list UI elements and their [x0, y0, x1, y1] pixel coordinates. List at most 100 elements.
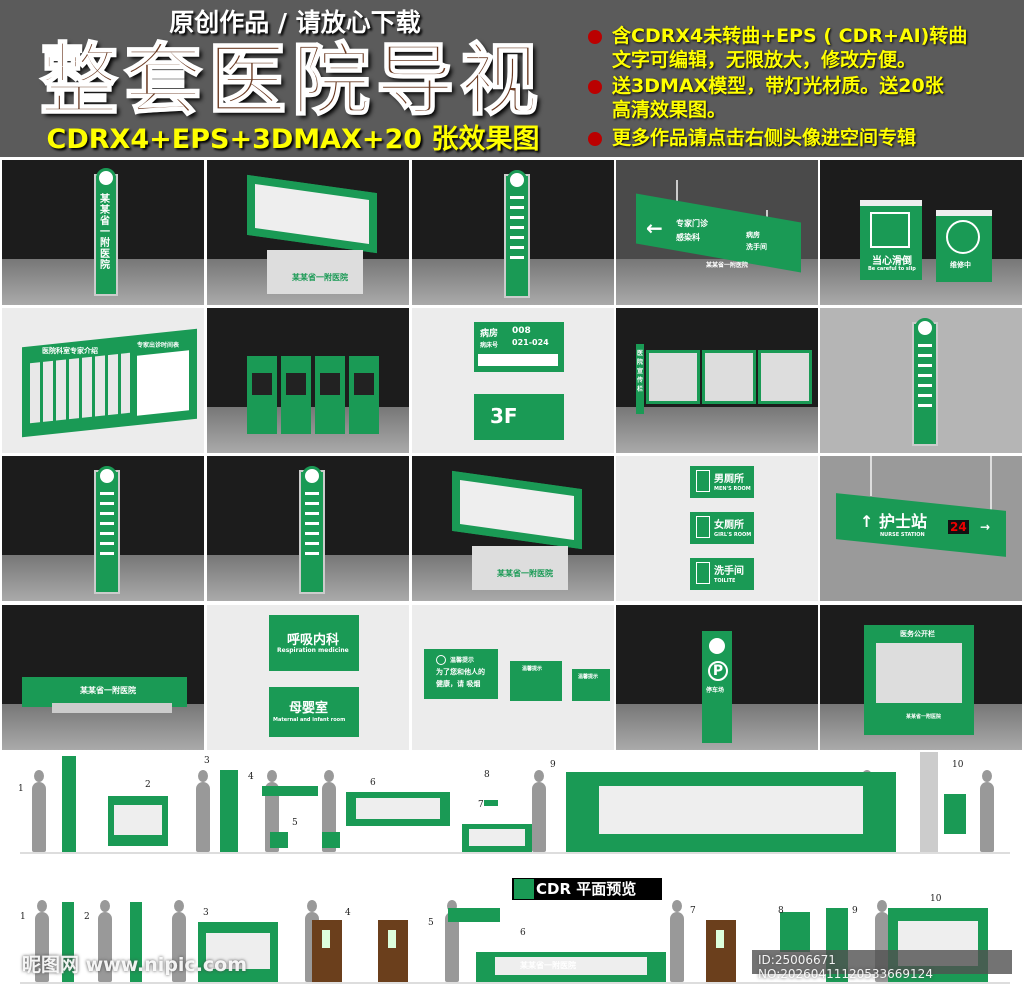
bulletin-panel	[702, 350, 756, 404]
rendering-thumbnail: 医务公开栏某某省一附医院	[820, 605, 1022, 750]
ground-line	[20, 982, 1010, 984]
no-smoking-icon	[436, 655, 446, 665]
door-window	[322, 930, 330, 948]
sign-elevation	[944, 794, 966, 834]
main-title: 整套医院导视	[39, 36, 544, 126]
sign-elevation	[198, 922, 278, 982]
trash-bin	[349, 356, 379, 434]
rendering-thumbnail	[207, 456, 409, 601]
hospital-logo-icon	[915, 318, 935, 338]
list-line	[305, 532, 319, 535]
sign-panel	[690, 558, 754, 590]
sign-text: TOILITE	[714, 578, 736, 584]
tools-icon	[946, 220, 980, 254]
hospital-logo-icon	[302, 466, 322, 486]
sign-text: 温馨提示	[578, 674, 599, 680]
hospital-logo-icon	[706, 635, 728, 657]
watermark-id-box: ID:25006671 NO:20260411120533669124	[752, 950, 1012, 981]
sign-panel	[269, 615, 359, 671]
person-silhouette-icon	[670, 900, 684, 982]
person-silhouette-icon	[196, 770, 210, 852]
list-line	[918, 394, 932, 397]
elevation-number: 6	[520, 928, 526, 938]
sign-text: GIRL'S ROOM	[714, 532, 752, 538]
sign-elevation	[270, 832, 288, 848]
sign-elevation	[62, 902, 74, 982]
person-silhouette-icon	[35, 900, 49, 982]
elevation-number: 7	[478, 800, 484, 810]
elevation-number: 9	[852, 906, 858, 916]
elevation-number: 1	[18, 784, 24, 794]
rod	[990, 456, 992, 516]
sign-elevation	[262, 786, 318, 796]
person-silhouette-icon	[532, 770, 546, 852]
sign-text: 医院科室专家介绍	[42, 347, 98, 355]
trash-bin	[247, 356, 277, 434]
bullet-dot-icon	[588, 30, 602, 44]
wide-base	[52, 703, 172, 713]
trash-bin	[315, 356, 345, 434]
elevation-number: 5	[292, 818, 298, 828]
sign-text: 某某省一附医院	[80, 686, 136, 695]
ground-line	[20, 852, 1010, 854]
watermark-site: 昵图网 www.nipic.com	[22, 954, 248, 976]
list-line	[100, 502, 114, 505]
sign-elevation	[322, 832, 340, 848]
person-silhouette-icon	[172, 900, 186, 982]
list-line	[510, 236, 524, 239]
list-line	[305, 552, 319, 555]
list-line	[510, 216, 524, 219]
formats-line: CDRX4+EPS+3DMAX+20 张效果图	[46, 124, 540, 155]
sign-text: 医院宣传栏	[637, 350, 644, 393]
door	[706, 920, 736, 982]
sign-text: 为了您和他人的	[436, 668, 485, 676]
rendering-thumbnail	[820, 308, 1022, 453]
sign-text: Be careful to slip	[868, 266, 916, 272]
sign-elevation	[780, 912, 810, 952]
bulletin-panel	[646, 350, 700, 404]
door	[378, 920, 408, 982]
list-line	[305, 502, 319, 505]
feature-bullet: 更多作品请点击右侧头像进空间专辑	[588, 126, 1020, 150]
rendering-thumbnail	[412, 160, 614, 305]
sign-text: 停车场	[706, 687, 725, 694]
bulletin-glass	[876, 643, 962, 703]
sign-text: →	[980, 520, 991, 534]
door	[312, 920, 342, 982]
elevation-number: 8	[484, 770, 490, 780]
list-line	[100, 532, 114, 535]
sign-text: 女厕所	[714, 520, 744, 531]
list-line	[918, 384, 932, 387]
rendering-thumbnail: 某某省一附医院	[207, 160, 409, 305]
elevation-number: 3	[204, 756, 210, 766]
elevation-number: 2	[84, 912, 90, 922]
counter-display: 24	[948, 520, 969, 534]
bin-opening	[354, 373, 374, 395]
bullet-dot-icon	[588, 80, 602, 94]
sign-text: NURSE STATION	[880, 532, 925, 538]
sign-text: 感染科	[676, 233, 700, 242]
list-line	[510, 196, 524, 199]
person-silhouette-icon	[445, 900, 459, 982]
list-line	[918, 354, 932, 357]
hospital-logo-icon	[96, 168, 116, 188]
rendering-thumbnail: 某某省一附医院	[412, 456, 614, 601]
list-line	[100, 542, 114, 545]
trash-bin	[281, 356, 311, 434]
bullet-dot-icon	[588, 132, 602, 146]
slip-warning-icon	[870, 212, 910, 248]
sign-text: 008	[512, 326, 531, 336]
bin-opening	[286, 373, 306, 395]
rendering-thumbnail	[2, 456, 204, 601]
sign-text: 021-024	[512, 338, 549, 347]
column	[920, 752, 938, 852]
elevation-number: 9	[550, 760, 556, 770]
sign-elevation	[346, 792, 450, 826]
feature-bullet: 送3DMAX模型，带灯光材质。送20张高清效果图。	[588, 74, 1020, 122]
promo-header: 原创作品 / 请放心下载 整套医院导视 CDRX4+EPS+3DMAX+20 张…	[0, 0, 1024, 157]
sign-text: 某某省一附医院	[906, 714, 942, 720]
sign-elevation	[448, 908, 500, 922]
list-line	[100, 522, 114, 525]
